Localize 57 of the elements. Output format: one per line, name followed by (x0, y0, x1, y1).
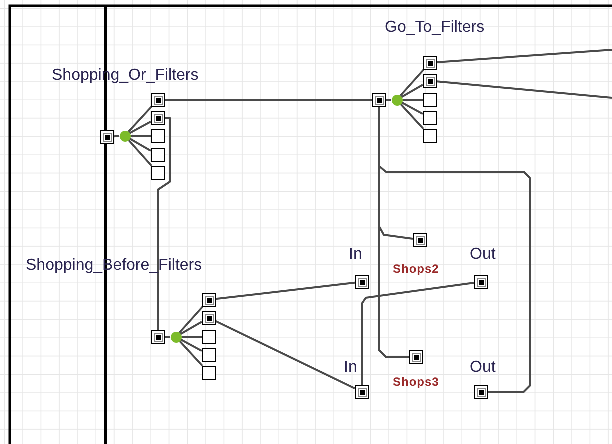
connected-port (355, 385, 369, 399)
connector-line (178, 306, 204, 334)
connected-port (423, 74, 437, 88)
empty-port (151, 166, 165, 180)
node-caption: Shops2 (393, 261, 440, 278)
connector-line (216, 320, 356, 390)
connector-line (400, 103, 424, 130)
node-title: In (349, 245, 362, 265)
connector-line (128, 106, 152, 133)
connected-port (474, 275, 488, 289)
connector-line (436, 80, 612, 99)
node-caption: Shops3 (393, 374, 440, 391)
connector-line (180, 321, 202, 336)
empty-port (202, 348, 216, 362)
connector-line (216, 282, 356, 300)
connector-line (165, 99, 372, 101)
connector-line (178, 340, 204, 367)
node-title: Out (470, 358, 496, 378)
connector-line (378, 107, 531, 393)
connector-line (400, 69, 424, 97)
node-title: In (344, 358, 358, 378)
connected-port (151, 330, 165, 344)
connector-line (129, 120, 152, 134)
connected-port (151, 93, 165, 107)
connector-line (165, 336, 170, 338)
connector-line (386, 99, 392, 101)
connected-port (474, 385, 488, 399)
connector-line (361, 282, 474, 385)
connected-port (100, 130, 114, 144)
node-title: Out (470, 245, 496, 265)
connected-port (151, 111, 165, 125)
connector-line (128, 139, 152, 167)
connected-port (202, 293, 216, 307)
connected-port (372, 93, 386, 107)
empty-port (202, 330, 216, 344)
connector-line (436, 49, 612, 64)
connector-line (157, 117, 171, 330)
connector-line (130, 135, 151, 137)
connector-line (402, 99, 423, 101)
empty-port (423, 129, 437, 143)
connector-line (401, 84, 424, 98)
connected-port (355, 275, 369, 289)
connector-line (182, 336, 202, 338)
empty-port (423, 93, 437, 107)
connected-port (413, 233, 427, 247)
empty-port (202, 366, 216, 380)
connected-port (409, 350, 423, 364)
connected-port (202, 311, 216, 325)
empty-port (423, 111, 437, 125)
connector-line (114, 135, 120, 138)
group-title: Go_To_Filters (385, 18, 485, 38)
empty-port (151, 148, 165, 162)
connector-line (129, 138, 152, 152)
connector-line (180, 338, 202, 352)
connected-port (423, 56, 437, 70)
empty-port (151, 129, 165, 143)
connector-line (401, 102, 424, 116)
